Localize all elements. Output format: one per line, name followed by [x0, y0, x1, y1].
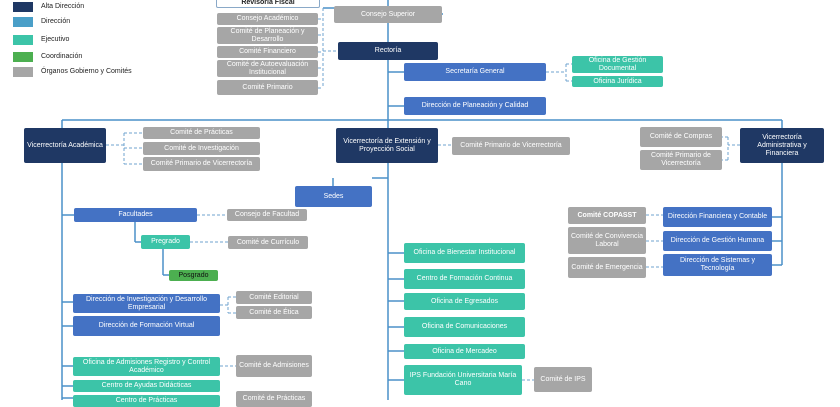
legend-label: Ejecutivo: [41, 36, 70, 43]
node-comite-etica[interactable]: Comité de Ética: [236, 306, 312, 319]
node-oficina-egresados[interactable]: Oficina de Egresados: [404, 293, 525, 310]
legend-item-ejecutivo: Ejecutivo: [13, 35, 69, 45]
node-direccion-formacion-virtual[interactable]: Dirección de Formación Virtual: [73, 316, 220, 336]
legend-item-coordinacion: Coordinación: [13, 52, 82, 62]
node-comite-curriculo[interactable]: Comité de Currículo: [228, 236, 308, 249]
node-sedes[interactable]: Sedes: [295, 186, 372, 207]
node-comite-investigacion[interactable]: Comité de Investigación: [143, 142, 260, 155]
node-direccion-financiera[interactable]: Dirección Financiera y Contable: [663, 207, 772, 227]
legend-item-direccion: Dirección: [13, 17, 70, 27]
node-centro-ayudas-didacticas[interactable]: Centro de Ayudas Didácticas: [73, 380, 220, 392]
legend-item-alta-direccion: Alta Dirección: [13, 2, 84, 12]
node-secretaria-general[interactable]: Secretaría General: [404, 63, 546, 81]
node-facultades[interactable]: Facultades: [74, 208, 197, 222]
node-direccion-gestion-humana[interactable]: Dirección de Gestión Humana: [663, 231, 772, 251]
legend-swatch: [13, 35, 33, 45]
node-revisoria-fiscal[interactable]: Revisoria Fiscal: [216, 0, 320, 8]
legend-label: Alta Dirección: [41, 3, 85, 10]
node-pregrado[interactable]: Pregrado: [141, 235, 190, 249]
node-centro-practicas[interactable]: Centro de Prácticas: [73, 395, 220, 407]
legend-swatch: [13, 67, 33, 77]
legend-label: Órganos Gobierno y Comités: [41, 68, 132, 75]
node-oficina-comunicaciones[interactable]: Oficina de Comunicaciones: [404, 317, 525, 337]
node-comite-partial[interactable]: Comité de Prácticas: [236, 391, 312, 407]
node-direccion-planeacion-calidad[interactable]: Dirección de Planeación y Calidad: [404, 97, 546, 115]
node-comite-practicas[interactable]: Comité de Prácticas: [143, 127, 260, 139]
node-comite-emergencia[interactable]: Comité de Emergencia: [568, 257, 646, 278]
legend-swatch: [13, 52, 33, 62]
node-comite-primario-vic-academica[interactable]: Comité Primario de Vicerrectoría: [143, 157, 260, 171]
node-oficina-admisiones[interactable]: Oficina de Admisiones Registro y Control…: [73, 357, 220, 376]
node-consejo-academico[interactable]: Consejo Académico: [217, 13, 318, 25]
node-posgrado[interactable]: Posgrado: [169, 270, 218, 281]
node-comite-autoevaluacion[interactable]: Comité de Autoevaluación Institucional: [217, 60, 318, 77]
node-oficina-mercadeo[interactable]: Oficina de Mercadeo: [404, 344, 525, 359]
node-comite-planeacion[interactable]: Comité de Planeación y Desarrollo: [217, 27, 318, 44]
node-rectoria[interactable]: Rectoría: [338, 42, 438, 60]
node-comite-primario-vic-extension[interactable]: Comité Primario de Vicerrectoría: [452, 137, 570, 155]
node-comite-compras[interactable]: Comité de Compras: [640, 127, 722, 147]
node-comite-admisiones[interactable]: Comité de Admisiones: [236, 355, 312, 377]
node-comite-editorial[interactable]: Comité Editorial: [236, 291, 312, 304]
node-vicerrectoria-extension[interactable]: Vicerrectoría de Extensión y Proyección …: [336, 128, 438, 163]
node-direccion-sistemas[interactable]: Dirección de Sistemas y Tecnología: [663, 254, 772, 276]
node-comite-primario[interactable]: Comité Primario: [217, 80, 318, 95]
node-comite-convivencia[interactable]: Comité de Convivencia Laboral: [568, 227, 646, 254]
node-oficina-bienestar[interactable]: Oficina de Bienestar Institucional: [404, 243, 525, 263]
node-vicerrectoria-academica[interactable]: Vicerrectoría Académica: [24, 128, 106, 163]
node-comite-copasst[interactable]: Comité COPASST: [568, 207, 646, 224]
node-comite-financiero[interactable]: Comité Financiero: [217, 46, 318, 58]
node-consejo-superior[interactable]: Consejo Superior: [334, 6, 442, 23]
node-centro-formacion-continua[interactable]: Centro de Formación Continua: [404, 269, 525, 289]
legend-label: Dirección: [41, 18, 71, 25]
node-ips[interactable]: IPS Fundación Universitaria María Cano: [404, 365, 522, 395]
legend-swatch: [13, 2, 33, 12]
node-comite-primario-vic-administrativa[interactable]: Comité Primario de Vicerrectoría: [640, 150, 722, 170]
legend-item-organos: Órganos Gobierno y Comités: [13, 67, 132, 77]
node-oficina-juridica[interactable]: Oficina Jurídica: [572, 76, 663, 87]
node-vicerrectoria-administrativa[interactable]: Vicerrectoría Administrativa y Financier…: [740, 128, 824, 163]
node-consejo-facultad[interactable]: Consejo de Facultad: [227, 209, 307, 221]
legend-swatch: [13, 17, 33, 27]
node-oficina-gestion-documental[interactable]: Oficina de Gestión Documental: [572, 56, 663, 73]
node-comite-ips[interactable]: Comité de IPS: [534, 367, 592, 392]
legend-label: Coordinación: [41, 53, 83, 60]
node-direccion-investigacion[interactable]: Dirección de Investigación y Desarrollo …: [73, 294, 220, 313]
